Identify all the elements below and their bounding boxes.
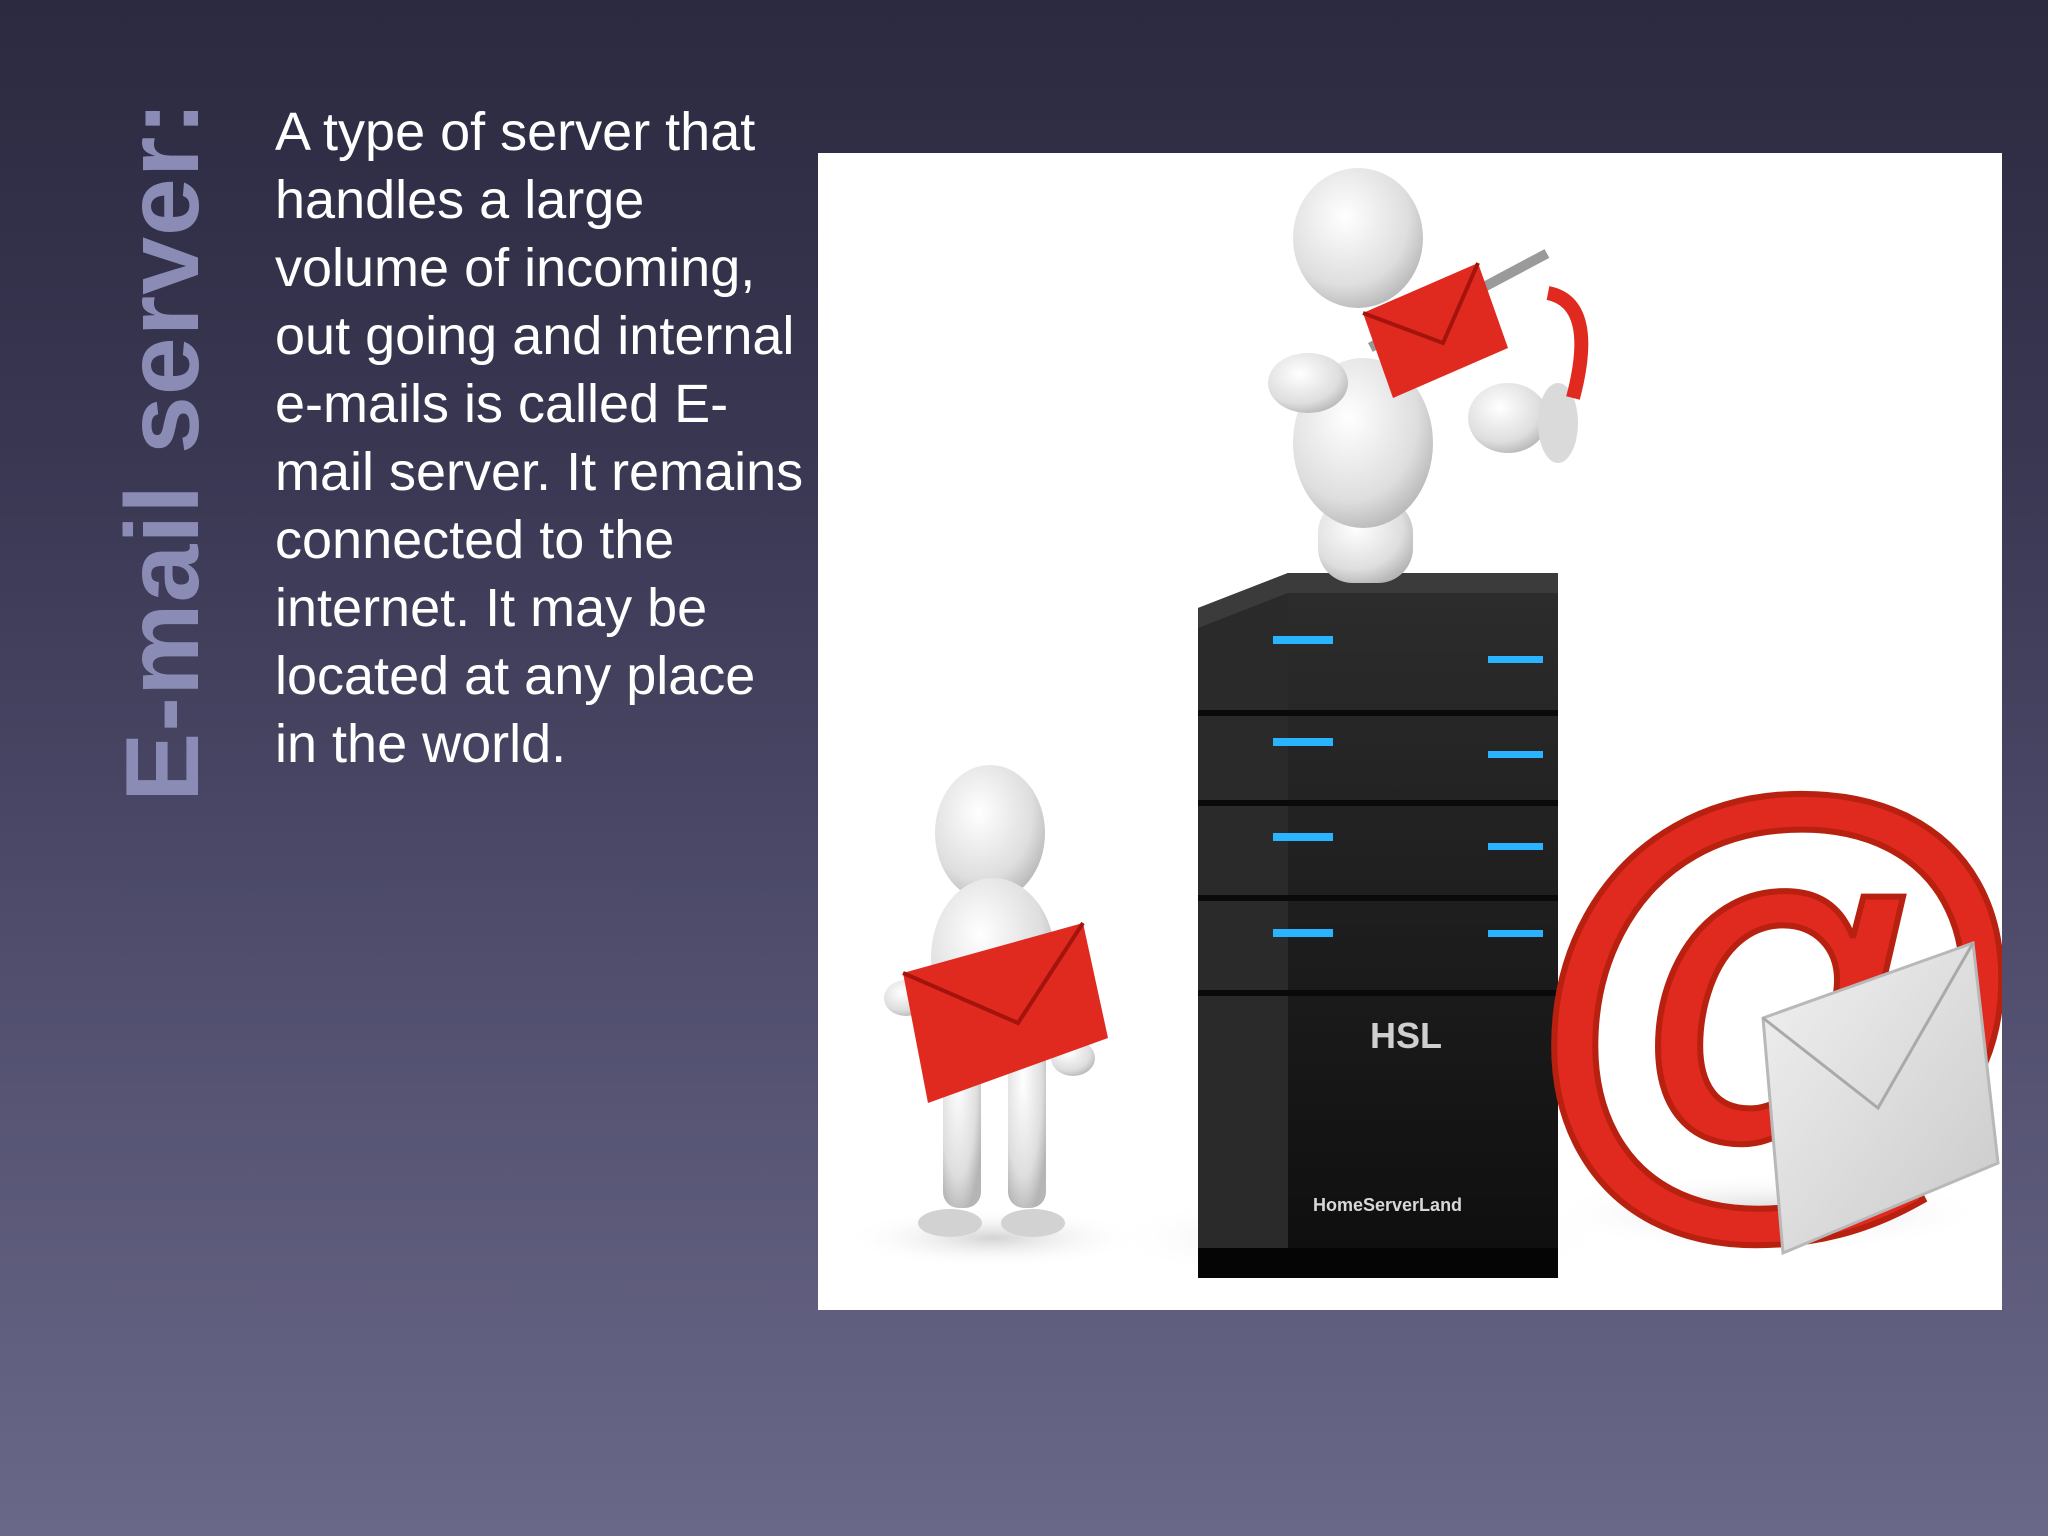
illustration-svg: HSL HomeServerLand xyxy=(843,168,2002,1283)
envelope-red-top xyxy=(1362,262,1508,398)
server-logo: HSL xyxy=(1370,1015,1442,1056)
email-server-illustration: HSL HomeServerLand xyxy=(818,153,2002,1310)
server-brand: HomeServerLand xyxy=(1313,1195,1462,1215)
figure-shadow xyxy=(843,1208,1143,1268)
envelope-red-left xyxy=(902,921,1108,1103)
title-container: E-mail server: xyxy=(105,100,221,920)
slide-body-text: A type of server that handles a large vo… xyxy=(275,102,804,774)
slide-title: E-mail server: xyxy=(105,100,221,802)
envelope-white xyxy=(1761,940,2000,1256)
server-tower xyxy=(1198,573,1558,1278)
